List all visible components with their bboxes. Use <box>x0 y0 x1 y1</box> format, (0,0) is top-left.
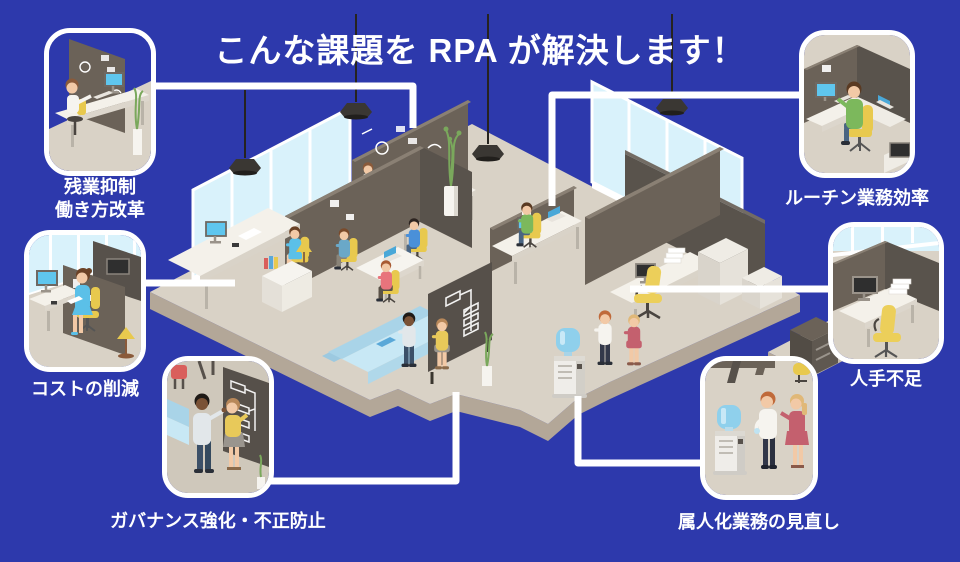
callout-card-routine <box>799 30 915 178</box>
computer-monitor-off <box>852 276 878 294</box>
water-cooler <box>713 405 747 475</box>
connector-overtime <box>154 82 417 128</box>
callout-card-governance <box>162 356 274 498</box>
empty-office-chair <box>873 304 901 358</box>
woman-desk-station <box>168 208 311 309</box>
water-cooler-chat-illustration <box>705 361 813 495</box>
computer-monitor <box>36 270 58 286</box>
empty-chair-illustration <box>833 227 939 359</box>
connector-personalized <box>574 396 704 467</box>
laptop <box>384 246 396 260</box>
flowchart-discussion-illustration <box>167 361 269 493</box>
floor-lamp <box>117 327 135 339</box>
tall-planter <box>443 126 462 216</box>
computer-monitor <box>104 72 124 87</box>
shelf-cabinet <box>262 240 312 312</box>
potted-plant <box>133 129 142 155</box>
callout-label-cost: コストの削減 <box>31 379 139 399</box>
callout-card-overtime <box>44 28 156 176</box>
callout-label-personalized: 属人化業務の見直し <box>678 512 840 532</box>
connector-routine <box>548 91 801 206</box>
meeting-table-group <box>333 217 429 303</box>
callout-card-labor <box>828 222 944 364</box>
potted-plant <box>484 331 494 367</box>
water-cooler <box>552 328 587 398</box>
computer-monitor <box>815 82 837 98</box>
callout-card-cost <box>24 230 146 372</box>
page-title: こんな課題を RPA が解決します！ <box>214 32 746 69</box>
connector-governance <box>268 392 460 485</box>
man-at-cubicle-illustration <box>804 35 910 173</box>
computer-monitor-off <box>106 258 130 275</box>
computer-monitor-off <box>889 142 910 158</box>
callout-label-governance: ガバナンス強化・不正防止 <box>110 511 326 531</box>
table-lamp <box>296 240 312 252</box>
woman-reading-at-desk-illustration <box>29 235 141 367</box>
callout-label-routine: ルーチン業務効率 <box>785 188 929 208</box>
laptop <box>548 206 560 220</box>
callout-card-personalized <box>700 356 818 500</box>
callout-label-overtime: 残業抑制 働き方改革 <box>55 177 145 221</box>
worker-at-desk-illustration <box>49 33 151 171</box>
callout-label-labor: 人手不足 <box>850 369 922 389</box>
